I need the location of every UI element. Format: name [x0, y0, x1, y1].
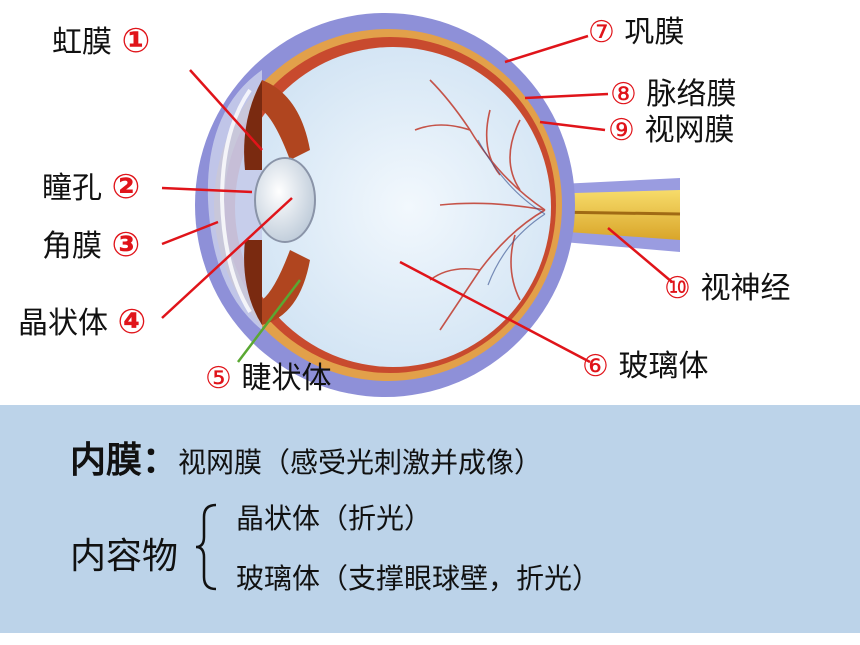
eye-diagram: 虹膜 ① 瞳孔 ② 角膜 ③ 晶状体 ④ ⑤ 睫状体 ⑥ 玻璃体 ⑦ 巩膜 ⑧ … [18, 13, 790, 397]
label-lens: 晶状体 ④ [18, 305, 146, 341]
marker-3: ③ [111, 225, 141, 265]
label-cornea-text: 角膜 [42, 229, 102, 264]
leader-optic-nerve [607, 227, 673, 283]
leader-sclera [504, 34, 589, 64]
eye-illustration [161, 13, 681, 397]
brace-icon [195, 503, 217, 591]
optic-nerve [540, 190, 680, 240]
label-vitreous: ⑥ 玻璃体 [582, 350, 708, 384]
iris-shape [244, 80, 262, 170]
leader-iris [189, 69, 263, 151]
label-retina-text: 视网膜 [644, 113, 735, 148]
panel-bottom-strip [0, 633, 860, 645]
leader-lens [161, 197, 293, 319]
inner-membrane-row: 内膜：视网膜（感受光刺激并成像） [70, 431, 542, 483]
retinal-vessels [414, 79, 546, 331]
label-sclera: ⑦ 巩膜 [588, 16, 684, 50]
label-lens-text: 晶状体 [18, 306, 108, 341]
leader-ciliary-body [237, 279, 301, 363]
label-choroid: ⑧ 脉络膜 [610, 78, 736, 112]
label-pupil: 瞳孔 ② [42, 170, 140, 206]
marker-6: ⑥ [582, 349, 609, 384]
label-ciliary-body: ⑤ 睫状体 [205, 362, 331, 396]
marker-8: ⑧ [610, 77, 637, 112]
label-iris-text: 虹膜 [52, 25, 112, 60]
label-pupil-text: 瞳孔 [42, 171, 102, 206]
contents-item-lens: 晶状体（折光） [236, 502, 433, 535]
marker-7: ⑦ [588, 15, 615, 50]
vitreous-body [235, 47, 551, 367]
notes-panel: 内膜：视网膜（感受光刺激并成像） 内容物 晶状体（折光） 玻璃体（支撑眼球壁，折… [0, 405, 860, 633]
marker-1: ① [121, 21, 151, 61]
marker-10: ⑩ [664, 271, 691, 306]
label-optic-nerve-text: 视神经 [700, 271, 791, 306]
label-ciliary-body-text: 睫状体 [241, 361, 332, 396]
marker-5: ⑤ [205, 361, 232, 396]
leader-vitreous [399, 260, 591, 364]
label-optic-nerve: ⑩ 视神经 [664, 272, 790, 306]
leader-lines [161, 34, 673, 364]
marker-9: ⑨ [608, 113, 635, 148]
label-cornea: 角膜 ③ [42, 228, 140, 264]
marker-2: ② [111, 167, 141, 207]
label-vitreous-text: 玻璃体 [618, 349, 709, 384]
contents-title: 内容物 [70, 536, 179, 577]
ciliary-body-shape [262, 80, 310, 160]
leader-choroid [524, 92, 609, 100]
label-retina: ⑨ 视网膜 [608, 114, 734, 148]
label-sclera-text: 巩膜 [624, 15, 685, 50]
inner-membrane-title: 内膜： [70, 439, 179, 481]
leader-pupil [161, 186, 253, 194]
contents-item-vitreous: 玻璃体（支撑眼球壁，折光） [236, 562, 601, 595]
leader-retina [539, 120, 606, 132]
label-iris: 虹膜 ① [52, 24, 150, 60]
marker-4: ④ [117, 302, 147, 342]
leader-cornea [161, 220, 219, 246]
inner-membrane-text: 视网膜（感受光刺激并成像） [178, 446, 543, 479]
lens-shape [254, 157, 316, 243]
label-choroid-text: 脉络膜 [646, 77, 737, 112]
